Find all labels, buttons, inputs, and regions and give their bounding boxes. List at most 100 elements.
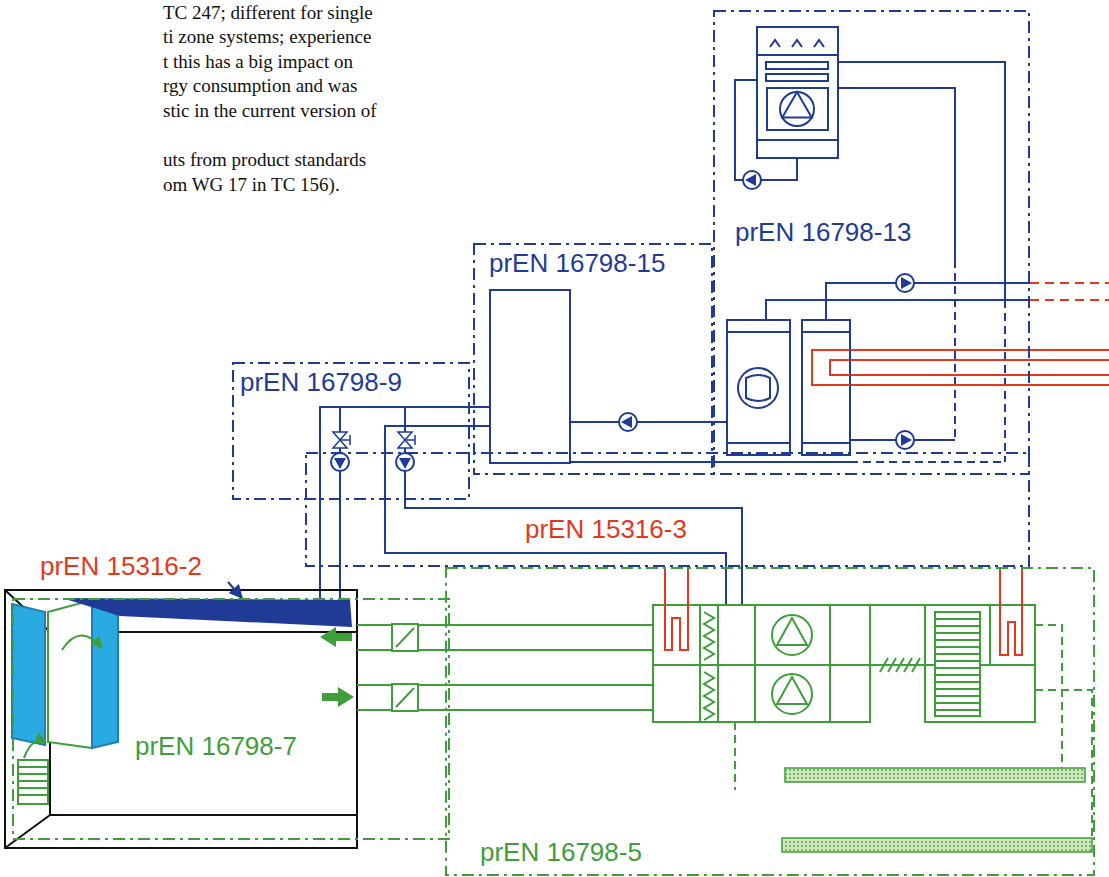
air-handling-unit [772,615,812,655]
heat-generator [770,40,824,47]
standard-label: prEN 15316-3 [525,515,687,545]
heating-coil [665,567,1022,655]
storage-tank [490,290,570,463]
heat-generator [782,92,811,118]
heat-generator [780,92,814,126]
room-outline [5,590,357,848]
note-text: om WG 17 in TC 156). [163,174,340,196]
chiller-unit [727,320,850,455]
air-duct [357,625,653,710]
standard-label: prEN 16798-13 [735,218,911,248]
water-pipe [766,300,1030,320]
heating-coil [1000,567,1022,655]
heat-generator [757,27,838,158]
standard-label: prEN 16798-15 [489,249,665,279]
ground-duct [1035,690,1092,838]
water-pipe [1004,300,1006,462]
air-handling-unit [772,674,812,714]
pump-symbol [901,434,912,446]
external-supply-line [812,283,1109,385]
standard-label: prEN 16798-7 [135,732,297,762]
dash-dot-border [12,598,450,840]
air-damper [392,624,418,651]
ground-duct [735,625,1092,852]
standard-label: prEN 15316-2 [40,552,202,582]
control-valve [333,432,415,448]
standard-scope-box: prEN 16798-9 [232,362,470,500]
chiller-unit [802,320,850,455]
air-handling-unit [935,612,980,716]
air-damper [396,628,414,647]
external-supply-line [1030,283,1109,300]
water-pipe [320,62,1030,650]
heating-element [812,350,850,385]
chiller-unit [727,331,790,333]
dash-dot-border [474,244,712,474]
water-pipe [826,283,1030,320]
radiator [24,741,46,758]
note-text: t this has a big impact on [163,51,353,73]
dash-dot-border [13,599,449,839]
note-text: ti zone systems; experience [163,26,371,48]
standard-scope-box: prEN 16798-7 [12,598,450,840]
standard-scope-box: prEN 16798-5 [445,567,1095,876]
ground-duct [734,722,736,790]
air-handling-unit [777,677,807,704]
pump-symbol [896,274,914,292]
pump-symbol [621,416,632,428]
radiator [18,767,48,795]
chiller-unit [738,368,778,408]
chiller-unit [727,320,790,455]
control-valve [340,435,350,445]
ceiling-panel [62,598,352,627]
pump-symbol [331,171,914,471]
heat-generator [766,74,828,81]
chiller-unit [746,375,770,401]
chiller-unit [727,442,790,444]
pump-symbol [743,171,761,189]
heat-generator [767,88,828,130]
storage-tank [490,290,570,463]
leader-arrow [228,582,242,598]
note-text: uts from product standards [163,149,366,171]
window [12,600,118,748]
pump-symbol [619,413,637,431]
ground-duct [782,838,1092,852]
air-handling-unit [700,665,830,722]
pump-symbol [396,453,414,471]
note-text: rgy consumption and was [163,75,357,97]
room-outline [5,590,357,848]
ground-duct [1035,625,1062,768]
window [48,600,92,748]
dash-dot-border [306,453,1029,566]
chiller-unit [802,442,850,444]
air-handling-unit [704,672,714,720]
water-pipe [850,461,1005,463]
air-handling-unit [653,665,870,722]
water-pipe [838,62,1005,300]
radiator [18,741,48,804]
leader-arrow [228,582,242,598]
ground-duct [785,768,1085,782]
note-text: TC 247; different for single [163,2,373,24]
airflow-arrow [320,627,352,647]
air-damper [392,684,418,711]
heating-element [812,350,850,385]
air-handling-unit [653,605,1035,722]
airflow-arrow [320,627,354,707]
window [62,635,102,650]
dash-dot-border [233,363,469,499]
radiator [18,760,48,804]
control-valve [405,435,415,445]
water-pipe [570,461,850,463]
air-damper [392,624,418,711]
pump-symbol [896,431,914,449]
air-duct [357,625,653,710]
dash-dot-border [445,567,1095,876]
dash-dot-border [446,568,1094,875]
air-handling-unit [880,658,920,672]
water-pipe [735,80,797,180]
pump-symbol [331,453,349,471]
window [12,604,45,745]
